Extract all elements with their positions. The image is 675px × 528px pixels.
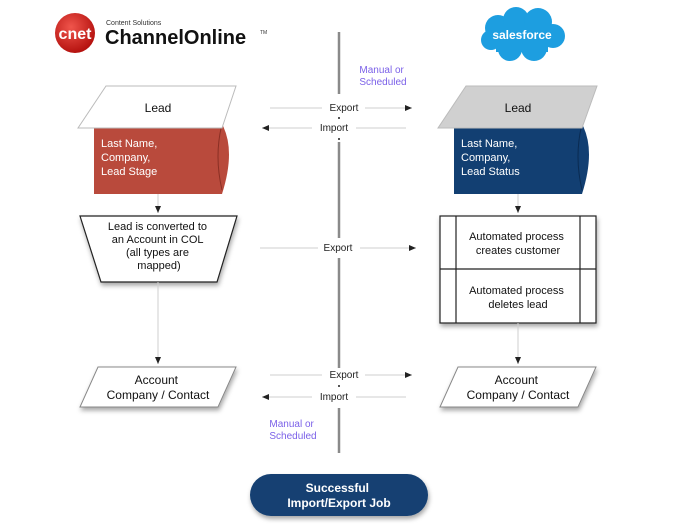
col-convert-shape: Lead is converted to an Account in COL (… — [79, 215, 238, 283]
export-label-1: Export — [330, 103, 359, 114]
col-lead-title: Lead — [145, 101, 172, 115]
logo-tm: TM — [260, 30, 267, 36]
export-label-2: Export — [324, 243, 353, 254]
col-lead-fields: Last Name, Company, Lead Stage — [101, 138, 160, 178]
import-label-1: Import — [320, 123, 349, 134]
channelonline-logo: cnet Content Solutions ChannelOnline TM — [55, 13, 267, 53]
connector-dot — [338, 117, 340, 119]
terminal-success-job: Successful Import/Export Job — [250, 474, 428, 516]
cnet-badge-text: cnet — [59, 26, 93, 43]
connector-dot — [338, 385, 340, 387]
col-lead-shape: Lead Last Name, Company, Lead Stage — [77, 85, 237, 194]
cnet-badge-icon — [55, 13, 95, 53]
col-account-text: Account Company / Contact — [107, 373, 210, 402]
sf-lead-header — [437, 85, 598, 129]
schedule-label-top: Manual or Scheduled — [359, 65, 406, 88]
salesforce-logo-text: salesforce — [492, 28, 552, 42]
sf-process-1-text: Automated process creates customer — [469, 231, 567, 257]
salesforce-logo: salesforce — [481, 7, 565, 61]
col-convert-text: Lead is converted to an Account in COL (… — [108, 221, 210, 272]
col-account-shape: Account Company / Contact — [79, 366, 237, 408]
sf-process-2-text: Automated process deletes lead — [469, 285, 567, 311]
terminal-text: Successful Import/Export Job — [287, 481, 390, 510]
col-lead-header — [77, 85, 237, 129]
sf-account-shape: Account Company / Contact — [439, 366, 597, 408]
logo-name: ChannelOnline — [105, 27, 246, 49]
import-label-3: Import — [320, 392, 349, 403]
sf-process-box: Automated process creates customer Autom… — [439, 215, 597, 324]
sf-lead-fields: Last Name, Company, Lead Status — [461, 138, 520, 178]
connector-dot — [338, 138, 340, 140]
salesforce-cloud-icon — [481, 7, 565, 61]
sf-lead-shape: Lead Last Name, Company, Lead Status — [437, 85, 598, 194]
logo-subtitle: Content Solutions — [106, 20, 162, 27]
sf-lead-title: Lead — [505, 101, 532, 115]
export-label-3: Export — [330, 370, 359, 381]
sf-account-text: Account Company / Contact — [467, 373, 570, 402]
schedule-label-bottom: Manual or Scheduled — [269, 419, 316, 442]
